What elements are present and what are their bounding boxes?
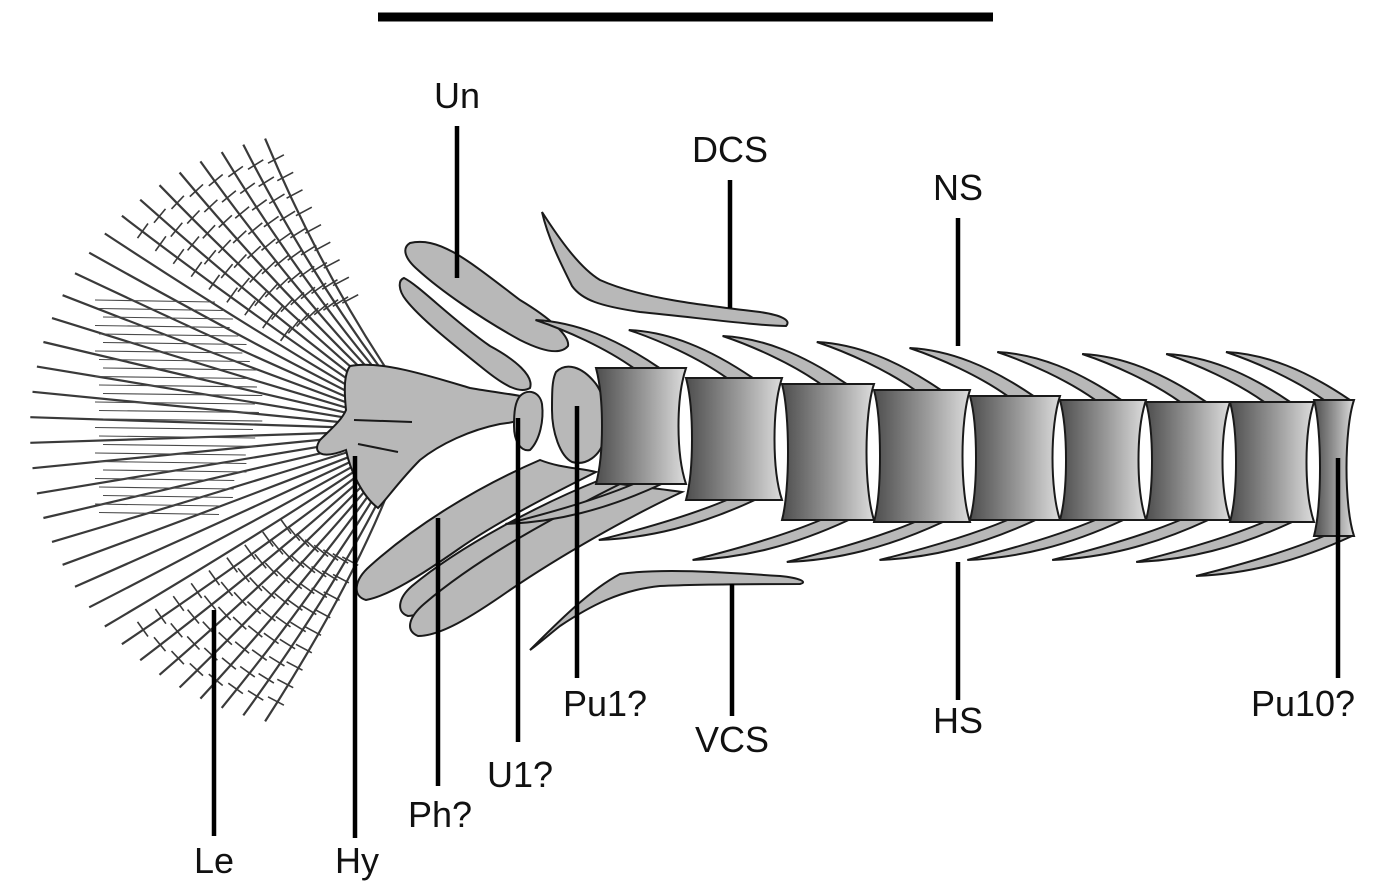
fin-ray-segment	[315, 609, 331, 618]
fin-ray-segment	[138, 224, 149, 239]
fin-ray	[105, 234, 369, 399]
uroneurals	[400, 242, 568, 390]
fin-ray-segment	[315, 242, 331, 251]
vertebral-centrum	[782, 384, 874, 520]
vertebral-centrum	[1230, 402, 1314, 522]
label-hy: Hy	[335, 843, 379, 879]
vertebral-centrum	[1060, 400, 1146, 520]
fin-ray	[243, 145, 388, 379]
vertebral-column	[506, 320, 1355, 576]
scale-row	[95, 300, 215, 302]
fin-ray-segment	[301, 605, 316, 615]
fin-ray	[140, 200, 374, 392]
vertebral-centrum	[686, 378, 782, 500]
label-vcs: VCS	[695, 722, 769, 758]
scale-row	[95, 402, 255, 404]
dorsal-caudal-spine	[542, 212, 788, 326]
fin-ray	[160, 185, 377, 389]
scale-row	[103, 394, 262, 396]
fin-ray-segment	[305, 627, 321, 636]
scale-row	[95, 377, 251, 379]
scale-row	[95, 326, 230, 328]
scale-row	[103, 445, 257, 447]
scale-row	[95, 428, 253, 430]
scale-row	[103, 368, 257, 370]
fin-ray	[43, 342, 361, 416]
fin-ray-segment	[301, 245, 316, 255]
vertebral-centrum	[596, 368, 686, 484]
label-ns: NS	[933, 170, 983, 206]
fin-ray-segment	[138, 622, 149, 637]
fin-ray	[37, 440, 361, 494]
label-u1: U1?	[487, 757, 553, 793]
fin-ray	[75, 455, 365, 587]
label-ph: Ph?	[408, 797, 472, 833]
label-dcs: DCS	[692, 132, 768, 168]
scale-row	[103, 496, 233, 498]
vertebral-centrum	[1146, 402, 1230, 520]
fin-ray-segment	[187, 211, 199, 224]
fin-ray-segment	[305, 225, 321, 234]
label-pu1: Pu1?	[563, 686, 647, 722]
label-pu10: Pu10?	[1251, 686, 1355, 722]
scale-row	[95, 351, 242, 353]
vertebral-centrum	[1314, 400, 1354, 536]
fin-ray	[200, 161, 382, 383]
ventral-caudal-spine	[530, 571, 803, 650]
label-hs: HS	[933, 703, 983, 739]
label-le: Le	[194, 843, 234, 879]
scale-row	[99, 309, 224, 311]
fin-ray	[180, 173, 380, 387]
scale-row	[95, 504, 220, 506]
fin-ray	[63, 451, 364, 565]
vertebral-centrum	[874, 390, 970, 522]
fin-ray	[222, 152, 385, 381]
label-un: Un	[434, 78, 480, 114]
vertebral-centrum	[970, 396, 1060, 520]
